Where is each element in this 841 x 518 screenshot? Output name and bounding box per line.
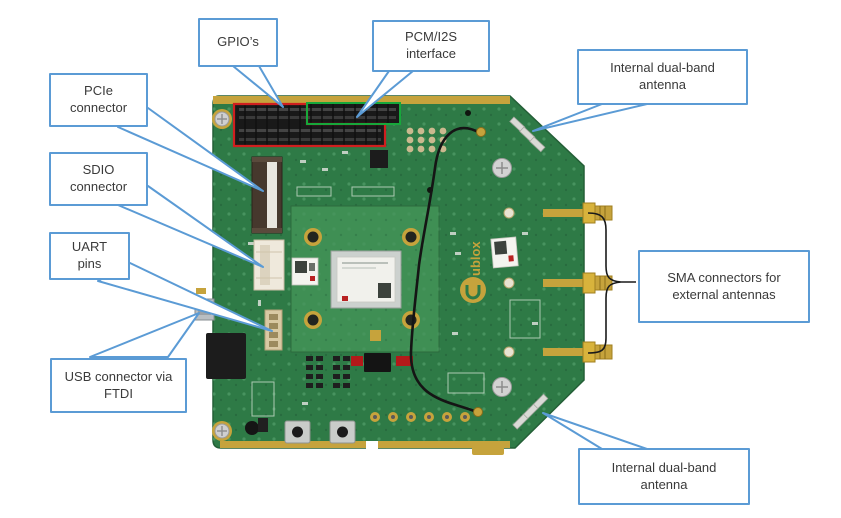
red-jumper — [351, 356, 363, 366]
gold-edge-top — [213, 96, 510, 104]
callout-internal-antenna-bottom: Internal dual-band antenna — [578, 448, 750, 505]
callout-usb-ftdi: USB connector via FTDI — [50, 358, 187, 413]
carrier-logo-mark — [370, 330, 381, 341]
gold-edge-bottom — [220, 441, 510, 448]
antenna-pads-bottom — [512, 393, 549, 430]
carrier-board — [290, 205, 440, 353]
screw — [212, 421, 232, 441]
callout-sma-line1: SMA connectors for — [667, 269, 781, 285]
uart-pins — [264, 309, 283, 351]
red-jumper — [396, 356, 413, 366]
sma-connector-2 — [503, 272, 613, 294]
callout-gpio-label: GPIO’s — [217, 34, 259, 50]
module-qr — [378, 283, 391, 298]
callout-sma: SMA connectors for external antennas — [638, 250, 810, 323]
black-cluster — [245, 418, 268, 435]
push-button — [284, 420, 311, 444]
ufl-connector — [473, 407, 483, 417]
black-ic — [370, 150, 388, 168]
callout-uart-line1: UART — [71, 239, 108, 255]
leader-usb — [89, 312, 200, 358]
edge-notch — [366, 441, 378, 449]
callout-antenna-top-line2: antenna — [639, 77, 686, 92]
ublox-logo: ublox — [460, 241, 486, 303]
callout-sdio: SDIO connector — [49, 152, 148, 206]
callout-antenna-bottom-line2: antenna — [640, 476, 688, 492]
test-points — [370, 412, 470, 422]
qr-label-right — [490, 236, 519, 269]
pcie-connector — [251, 156, 283, 234]
radio-module — [330, 250, 402, 309]
silkscreen — [251, 186, 541, 417]
callout-uart: UART pins — [49, 232, 130, 280]
coax-cable — [409, 126, 486, 417]
callout-antenna-top-line1: Internal dual-band — [610, 60, 715, 76]
ufl-connector — [476, 127, 486, 137]
screw — [212, 109, 232, 129]
black-module — [206, 333, 246, 379]
leader-antenna-top — [532, 103, 648, 132]
callout-pcm-i2s: PCM/I2S interface — [372, 20, 490, 72]
callout-usb-line1: USB connector via — [64, 368, 173, 384]
callout-sma-line2: external antennas — [672, 286, 776, 302]
module-red-mark — [342, 296, 348, 301]
dip-headers — [306, 356, 350, 388]
antenna-pads-top — [509, 116, 546, 153]
callout-gpio: GPIO’s — [198, 18, 278, 67]
header-pins — [239, 108, 396, 141]
callout-pcie: PCIe connector — [49, 73, 148, 127]
callout-internal-antenna-top: Internal dual-band antenna — [577, 49, 748, 105]
qr-label-left — [291, 257, 319, 286]
callout-antenna-bottom-line1: Internal dual-band — [611, 459, 717, 475]
screw — [492, 377, 512, 397]
carrier-screws — [304, 228, 420, 329]
sma-brace — [587, 212, 636, 354]
ublox-wordmark: ublox — [468, 241, 483, 276]
push-button — [329, 420, 356, 444]
ublox-disc — [460, 277, 486, 303]
ublox-u-glyph — [465, 285, 481, 300]
callout-uart-line2: pins — [77, 256, 102, 271]
screw — [492, 158, 512, 178]
sdio-connector — [253, 239, 285, 291]
callout-pcie-line2: connector — [69, 100, 128, 115]
pcm-highlight-green — [306, 102, 401, 125]
callout-sdio-line2: connector — [69, 179, 128, 194]
leader-antenna-bottom — [542, 412, 648, 450]
gold-pad-left-edge — [196, 288, 206, 294]
callout-usb-line2: FTDI — [104, 385, 133, 401]
callout-pcie-line1: PCIe — [84, 83, 113, 99]
jumper-block — [364, 353, 391, 372]
callout-pcm-i2s-line1: PCM/I2S — [404, 29, 457, 45]
callout-pcm-i2s-line2: interface — [406, 46, 456, 61]
gold-tab — [472, 446, 504, 455]
callout-sdio-line1: SDIO — [82, 162, 115, 178]
board-hole — [465, 110, 471, 116]
